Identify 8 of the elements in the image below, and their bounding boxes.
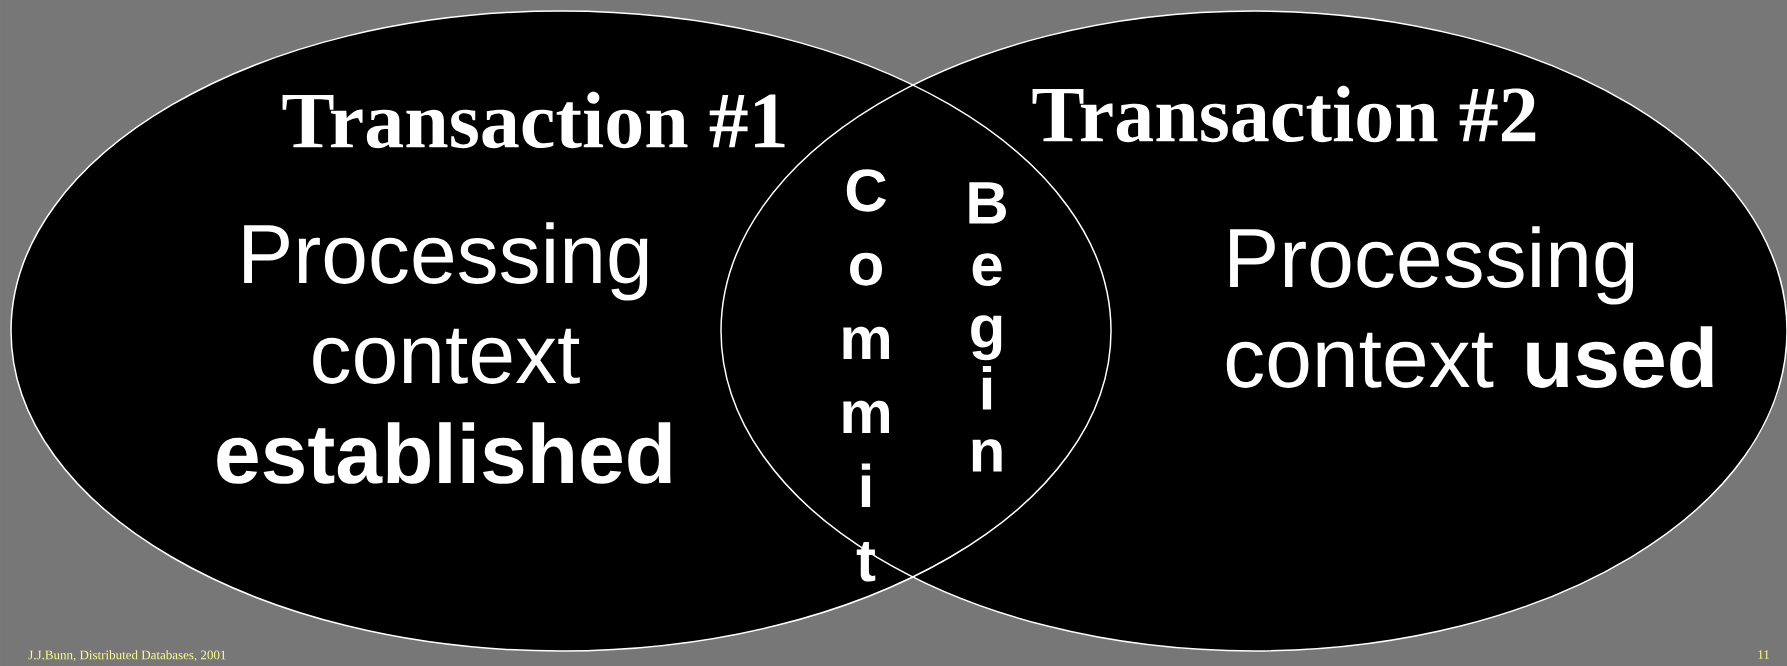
title-text: Transaction #1 [282, 91, 785, 149]
body-text: Processing context used [1226, 226, 1713, 388]
vertical-text: Commit [843, 169, 889, 582]
body-text: Processing context established [217, 222, 671, 484]
page-number: 11 [1758, 650, 1770, 659]
vertical-text: Begin [969, 182, 1006, 472]
title-text: Transaction #2 [1032, 85, 1536, 143]
footer-text: J.J.Bunn, Distributed Databases, 2001 [28, 650, 226, 662]
